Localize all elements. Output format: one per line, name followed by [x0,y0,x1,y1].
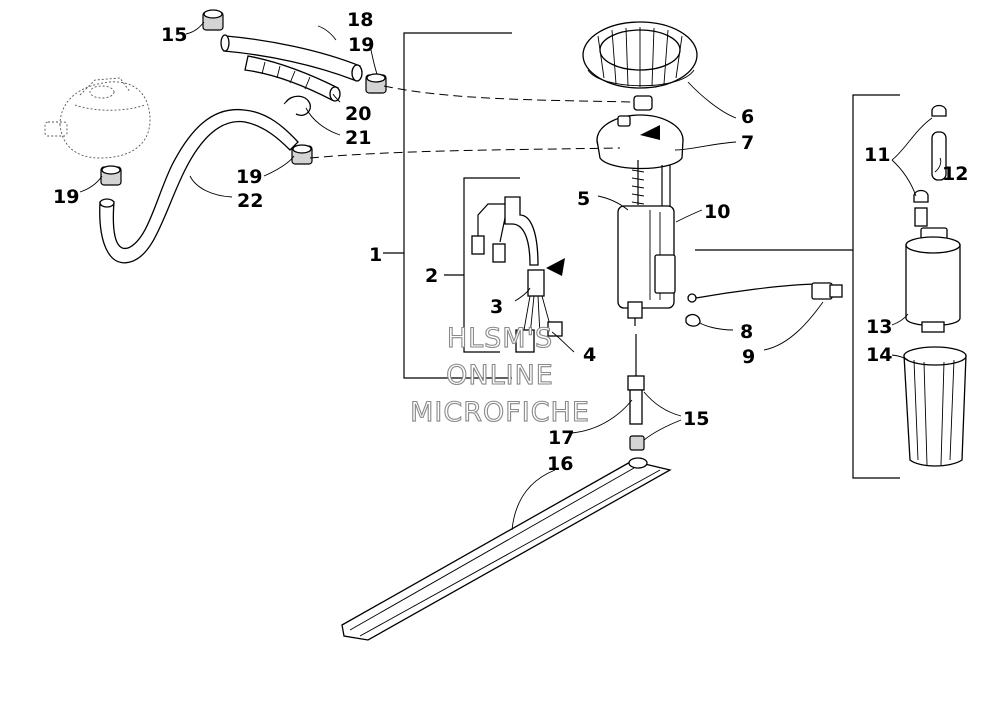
lock-ring-6 [582,21,698,89]
callout-2: 2 [425,265,438,287]
sender-8-9 [685,282,843,327]
callout-15-center: 15 [683,408,709,430]
callout-19-left: 19 [53,186,79,208]
pump-assembly-10 [617,160,676,326]
callout-9: 9 [742,346,755,368]
strap-16 [341,457,672,641]
clamp-15-center [629,435,645,451]
callout-15-left: 15 [161,24,187,46]
clamp-11-bottom [913,189,929,203]
bracket-right [852,94,900,479]
watermark-line-1: HLSM'S [447,323,553,354]
clamp-19-mid [291,144,313,165]
hose-20 [244,55,341,102]
clamp-15-left [202,9,224,31]
callout-20: 20 [345,103,371,125]
callout-16: 16 [547,453,573,475]
callout-6: 6 [741,106,754,128]
callout-1: 1 [369,244,382,266]
callout-12: 12 [942,163,968,185]
callout-10: 10 [704,201,730,223]
callout-22: 22 [237,190,263,212]
callout-11: 11 [864,144,890,166]
callout-18: 18 [347,9,373,31]
callout-4: 4 [583,344,596,366]
bracket-item-1 [403,32,512,379]
watermark: HLSM'S ONLINE MICROFICHE [410,322,590,428]
hose-18 [220,34,363,82]
callout-14: 14 [866,344,892,366]
flange-7 [596,95,684,170]
callout-17: 17 [548,427,574,449]
callout-8: 8 [740,321,753,343]
fuel-pump-13 [905,207,961,333]
bracket-item-2 [463,177,520,353]
callout-7: 7 [741,132,754,154]
callout-19-top: 19 [348,34,374,56]
callout-5: 5 [577,188,590,210]
callout-labels: 1 2 3 4 5 6 7 8 9 10 11 12 13 14 15 15 1… [53,9,968,475]
tube-17 [627,334,645,425]
canister-part [44,77,151,159]
clamp-19-top [365,73,387,94]
watermark-line-3: MICROFICHE [410,397,590,428]
leader-lines [79,21,942,531]
harness-2 [471,196,565,353]
clip-21 [283,95,311,116]
watermark-line-2: ONLINE [446,360,554,391]
callout-3: 3 [490,296,503,318]
callout-13: 13 [866,316,892,338]
bracket-lines [383,32,900,479]
callout-21: 21 [345,127,371,149]
clamp-11-top [931,104,947,117]
hose-12 [931,131,947,181]
strainer-14 [903,346,967,467]
clamp-19-left [100,165,122,186]
hose-22 [99,108,299,264]
callout-19-mid: 19 [236,166,262,188]
